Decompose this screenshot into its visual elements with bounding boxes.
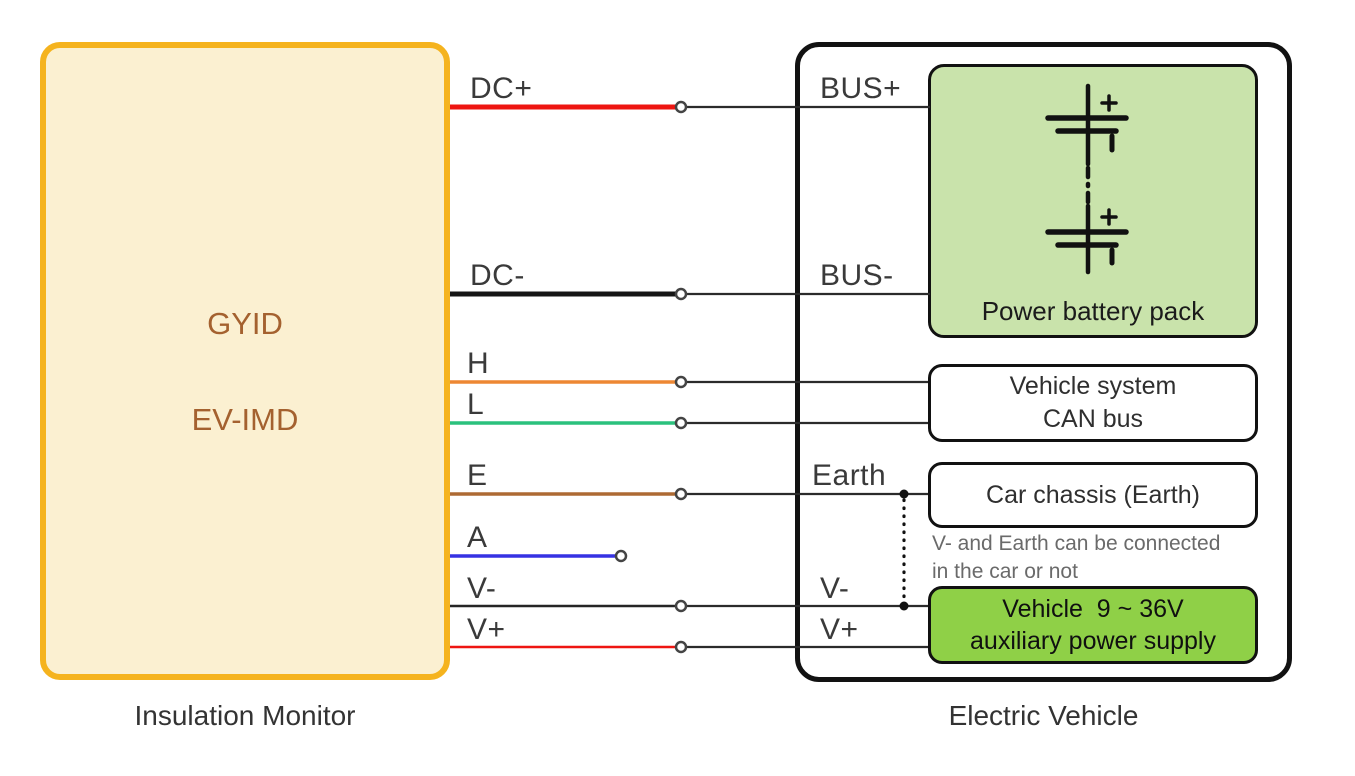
- car-chassis-box: Car chassis (Earth): [928, 462, 1258, 528]
- pin-label-dc-minus: DC-: [470, 259, 525, 292]
- connector-circle-dc-plus: [674, 100, 688, 114]
- terminal-label-bus-minus: BUS-: [820, 259, 894, 292]
- connector-circle-dc-minus: [674, 287, 688, 301]
- monitor-model-text: EV-IMD: [191, 402, 299, 437]
- pin-label-e: E: [467, 459, 488, 492]
- connector-circle-v-minus: [674, 599, 688, 613]
- pin-label-a: A: [467, 521, 488, 554]
- terminal-label-v-minus: V-: [820, 572, 850, 605]
- connector-circle-h: [674, 375, 688, 389]
- connector-circle-a: [614, 549, 628, 563]
- pin-label-v-minus: V-: [467, 572, 497, 605]
- earth-note-line2: in the car or not: [932, 560, 1078, 584]
- power-battery-pack-box: Power battery pack: [928, 64, 1258, 338]
- can-bus-box: Vehicle system CAN bus: [928, 364, 1258, 442]
- insulation-monitor-box: [40, 42, 450, 680]
- connector-circle-e: [674, 487, 688, 501]
- can-box-line1: Vehicle system: [1009, 372, 1177, 400]
- earth-note-line1: V- and Earth can be connected: [932, 532, 1221, 555]
- connector-circle-v-plus: [674, 640, 688, 654]
- terminal-label-bus-plus: BUS+: [820, 72, 902, 105]
- battery-box-label: Power battery pack: [981, 296, 1205, 326]
- monitor-caption: Insulation Monitor: [134, 700, 356, 731]
- pin-label-h: H: [467, 347, 490, 380]
- terminal-label-v-plus: V+: [820, 613, 859, 646]
- pin-label-v-plus: V+: [467, 613, 506, 646]
- aux-box-line1: Vehicle 9 ~ 36V: [1002, 594, 1184, 623]
- earth-note: V- and Earth can be connected in the car…: [932, 530, 1262, 587]
- vehicle-caption: Electric Vehicle: [948, 700, 1139, 731]
- aux-power-supply-box: Vehicle 9 ~ 36V auxiliary power supply: [928, 586, 1258, 664]
- terminal-label-earth: Earth: [812, 459, 887, 492]
- pin-label-l: L: [467, 388, 485, 421]
- chassis-box-label: Car chassis (Earth): [986, 480, 1200, 509]
- pin-label-dc-plus: DC+: [470, 72, 533, 105]
- monitor-brand-text: GYID: [207, 306, 283, 341]
- aux-box-line2: auxiliary power supply: [970, 627, 1216, 655]
- can-box-line2: CAN bus: [1042, 405, 1144, 433]
- connector-circle-l: [674, 416, 688, 430]
